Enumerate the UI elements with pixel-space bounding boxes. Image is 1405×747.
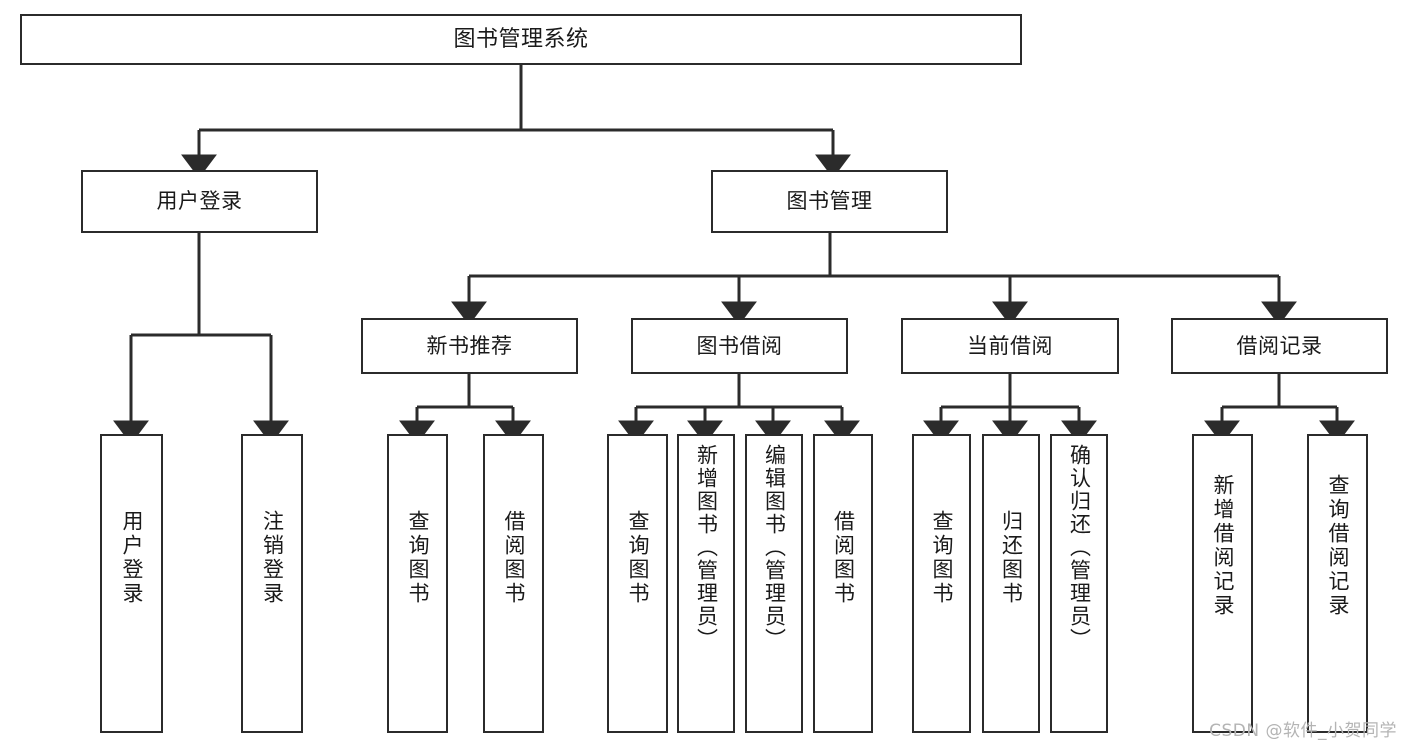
node-label: 图书管理 xyxy=(786,189,873,214)
leaf-query-borrow-record[interactable]: 查询借阅记录 xyxy=(1307,434,1368,733)
node-label: 借阅记录 xyxy=(1236,333,1323,358)
leaf-query-books-current[interactable]: 查询图书 xyxy=(912,434,971,733)
node-label: 当前借阅 xyxy=(967,333,1053,358)
node-label: 用户登录 xyxy=(156,189,243,214)
node-label: 用户登录 xyxy=(120,510,144,606)
leaf-borrow-books-recommendation[interactable]: 借阅图书 xyxy=(483,434,544,733)
node-label: 查询图书 xyxy=(626,510,650,606)
node-user-login[interactable]: 用户登录 xyxy=(81,170,318,233)
node-label: 确认归还（管理员） xyxy=(1067,444,1092,651)
node-label: 编辑图书（管理员） xyxy=(762,444,787,651)
node-new-book-recommendation[interactable]: 新书推荐 xyxy=(361,318,578,374)
node-label: 借阅图书 xyxy=(502,510,526,606)
node-label: 借阅图书 xyxy=(831,510,856,606)
node-label: 新书推荐 xyxy=(426,333,513,358)
node-borrow-records[interactable]: 借阅记录 xyxy=(1171,318,1388,374)
node-label: 图书管理系统 xyxy=(453,26,589,52)
node-label: 新增图书（管理员） xyxy=(694,444,719,651)
leaf-confirm-return-admin[interactable]: 确认归还（管理员） xyxy=(1050,434,1108,733)
leaf-borrow-books[interactable]: 借阅图书 xyxy=(813,434,873,733)
leaf-edit-book-admin[interactable]: 编辑图书（管理员） xyxy=(745,434,803,733)
leaf-add-borrow-record[interactable]: 新增借阅记录 xyxy=(1192,434,1253,733)
node-label: 归还图书 xyxy=(999,510,1024,606)
csdn-watermark: CSDN @软件_小贺同学 xyxy=(1209,721,1397,741)
node-label: 注销登录 xyxy=(260,510,285,606)
node-current-borrow[interactable]: 当前借阅 xyxy=(901,318,1119,374)
node-book-borrow[interactable]: 图书借阅 xyxy=(631,318,848,374)
node-label: 查询图书 xyxy=(930,510,954,606)
leaf-user-login[interactable]: 用户登录 xyxy=(100,434,163,733)
node-label: 查询借阅记录 xyxy=(1326,474,1350,618)
leaf-query-books-recommendation[interactable]: 查询图书 xyxy=(387,434,448,733)
node-book-management[interactable]: 图书管理 xyxy=(711,170,948,233)
leaf-query-books-borrow[interactable]: 查询图书 xyxy=(607,434,668,733)
leaf-logout[interactable]: 注销登录 xyxy=(241,434,303,733)
leaf-add-book-admin[interactable]: 新增图书（管理员） xyxy=(677,434,735,733)
node-root-book-management-system[interactable]: 图书管理系统 xyxy=(20,14,1022,65)
node-label: 查询图书 xyxy=(406,510,430,606)
node-label: 图书借阅 xyxy=(696,333,783,358)
node-label: 新增借阅记录 xyxy=(1211,474,1235,618)
leaf-return-books[interactable]: 归还图书 xyxy=(982,434,1040,733)
